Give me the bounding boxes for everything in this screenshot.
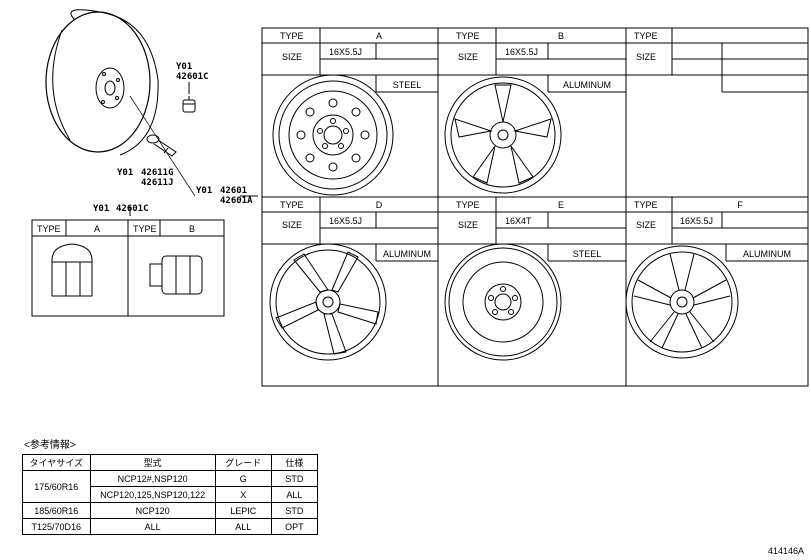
figure-id: 414146A — [768, 546, 805, 556]
ref-model-cell: NCP120,125,NSP120,122 — [89, 486, 216, 503]
cell-a-size-label: SIZE — [282, 52, 303, 62]
valve-cap-drawing — [182, 96, 196, 113]
table-row: 175/60R16 NCP12#,NSP120 G STD — [22, 470, 319, 503]
cell-a-material: STEEL — [392, 80, 422, 90]
nut-type-b: B — [188, 224, 195, 234]
ref-header-size: タイヤサイズ — [22, 454, 91, 471]
nut-part: 42601C — [116, 204, 149, 214]
wheel-a-drawing — [272, 74, 394, 196]
valve-code: Y01 — [117, 168, 134, 178]
wheel-e-drawing — [444, 243, 562, 361]
wheel-table-grid — [261, 27, 809, 387]
nut-type-a: A — [93, 224, 100, 234]
valve-stem-drawing — [146, 134, 177, 157]
cell-e-size-label: SIZE — [458, 220, 479, 230]
ref-grade-cell: LEPIC — [214, 502, 272, 519]
cell-b-material: ALUMINUM — [562, 80, 611, 90]
ref-size-cell: 175/60R16 — [22, 470, 91, 503]
table-row: NCP120,125,NSP120,122 X ALL — [23, 486, 319, 503]
cell-f-size: 16X5.5J — [680, 216, 714, 226]
cell-e-type-label: TYPE — [456, 200, 480, 210]
ref-header-grade: グレード — [214, 454, 272, 471]
cell-f-size-label: SIZE — [636, 220, 657, 230]
ref-grade-cell: G — [214, 470, 272, 487]
ref-spec-cell: OPT — [270, 518, 319, 535]
cell-b-type: B — [557, 31, 564, 41]
nut-a-drawing — [51, 243, 93, 297]
cell-a-type-label: TYPE — [280, 31, 304, 41]
ref-grade-cell: ALL — [214, 518, 272, 535]
cell-a-type: A — [375, 31, 382, 41]
ref-header-spec: 仕様 — [270, 454, 319, 471]
ref-size-cell: T125/70D16 — [22, 518, 91, 535]
table-row: T125/70D16 ALL ALL OPT — [22, 518, 319, 535]
cell-c-size-label: SIZE — [636, 52, 657, 62]
wheel-f-drawing — [625, 245, 739, 359]
cell-b-size: 16X5.5J — [505, 47, 539, 57]
cell-d-type: D — [375, 200, 383, 210]
cell-d-material: ALUMINUM — [382, 249, 431, 259]
table-row: 185/60R16 NCP120 LEPIC STD — [22, 502, 319, 519]
valve-part-2: 42611J — [141, 178, 174, 188]
ref-header-model: 型式 — [89, 454, 216, 471]
nut-type-label-a: TYPE — [37, 224, 61, 234]
ref-spec-cell: STD — [270, 502, 319, 519]
cell-d-size-label: SIZE — [282, 220, 303, 230]
cell-c-type-label: TYPE — [634, 31, 658, 41]
cell-d-size: 16X5.5J — [329, 216, 363, 226]
cell-e-size: 16X4T — [505, 216, 532, 226]
ref-size-cell: 185/60R16 — [22, 502, 91, 519]
ref-model-cell: NCP12#,NSP120 — [89, 470, 216, 487]
cell-f-material: ALUMINUM — [742, 249, 791, 259]
wheel-part-1: 42601 — [220, 186, 248, 196]
ref-spec-cell: ALL — [270, 486, 319, 503]
cell-f-type: F — [737, 200, 743, 210]
wheel-code: Y01 — [196, 186, 213, 196]
cell-a-size: 16X5.5J — [329, 47, 363, 57]
reference-table: タイヤサイズ 型式 グレード 仕様 175/60R16 NCP12#,NSP12… — [22, 454, 319, 535]
cell-b-type-label: TYPE — [456, 31, 480, 41]
nut-table-grid — [31, 219, 225, 317]
cell-e-type: E — [557, 200, 564, 210]
cell-d-type-label: TYPE — [280, 200, 304, 210]
wheel-b-drawing — [444, 76, 562, 194]
ref-model-cell: ALL — [89, 518, 216, 535]
valve-cap-part: 42601C — [176, 72, 209, 82]
cell-b-size-label: SIZE — [458, 52, 479, 62]
ref-model-cell: NCP120 — [89, 502, 216, 519]
cell-e-material: STEEL — [572, 249, 602, 259]
reference-title: <参考情報> — [24, 440, 76, 451]
nut-type-label-b: TYPE — [133, 224, 157, 234]
valve-cap-code: Y01 — [176, 62, 193, 72]
valve-part-1: 42611G — [141, 168, 174, 178]
wheel-d-drawing — [269, 243, 387, 361]
main-wheel-drawing — [45, 9, 159, 156]
nut-b-drawing — [149, 255, 203, 295]
wheel-part-2: 42601A — [220, 196, 253, 206]
reference-header-row: タイヤサイズ 型式 グレード 仕様 — [22, 454, 319, 471]
cell-f-type-label: TYPE — [634, 200, 658, 210]
nut-code: Y01 — [93, 204, 110, 214]
ref-grade-cell: X — [214, 486, 272, 503]
ref-spec-cell: STD — [270, 470, 319, 487]
